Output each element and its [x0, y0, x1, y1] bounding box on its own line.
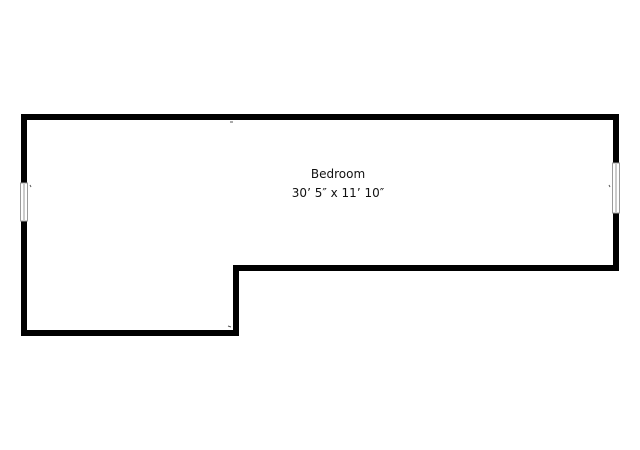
room-walls — [21, 114, 619, 336]
wall-marker-left — [29, 184, 32, 188]
room-dimensions: 30’ 5″ x 11’ 10″ — [292, 186, 385, 200]
wall-marker-right — [608, 184, 611, 188]
window-left — [20, 182, 28, 222]
wall-marker-bottom — [227, 325, 232, 328]
room-name: Bedroom — [311, 167, 365, 181]
window-right — [612, 162, 620, 214]
